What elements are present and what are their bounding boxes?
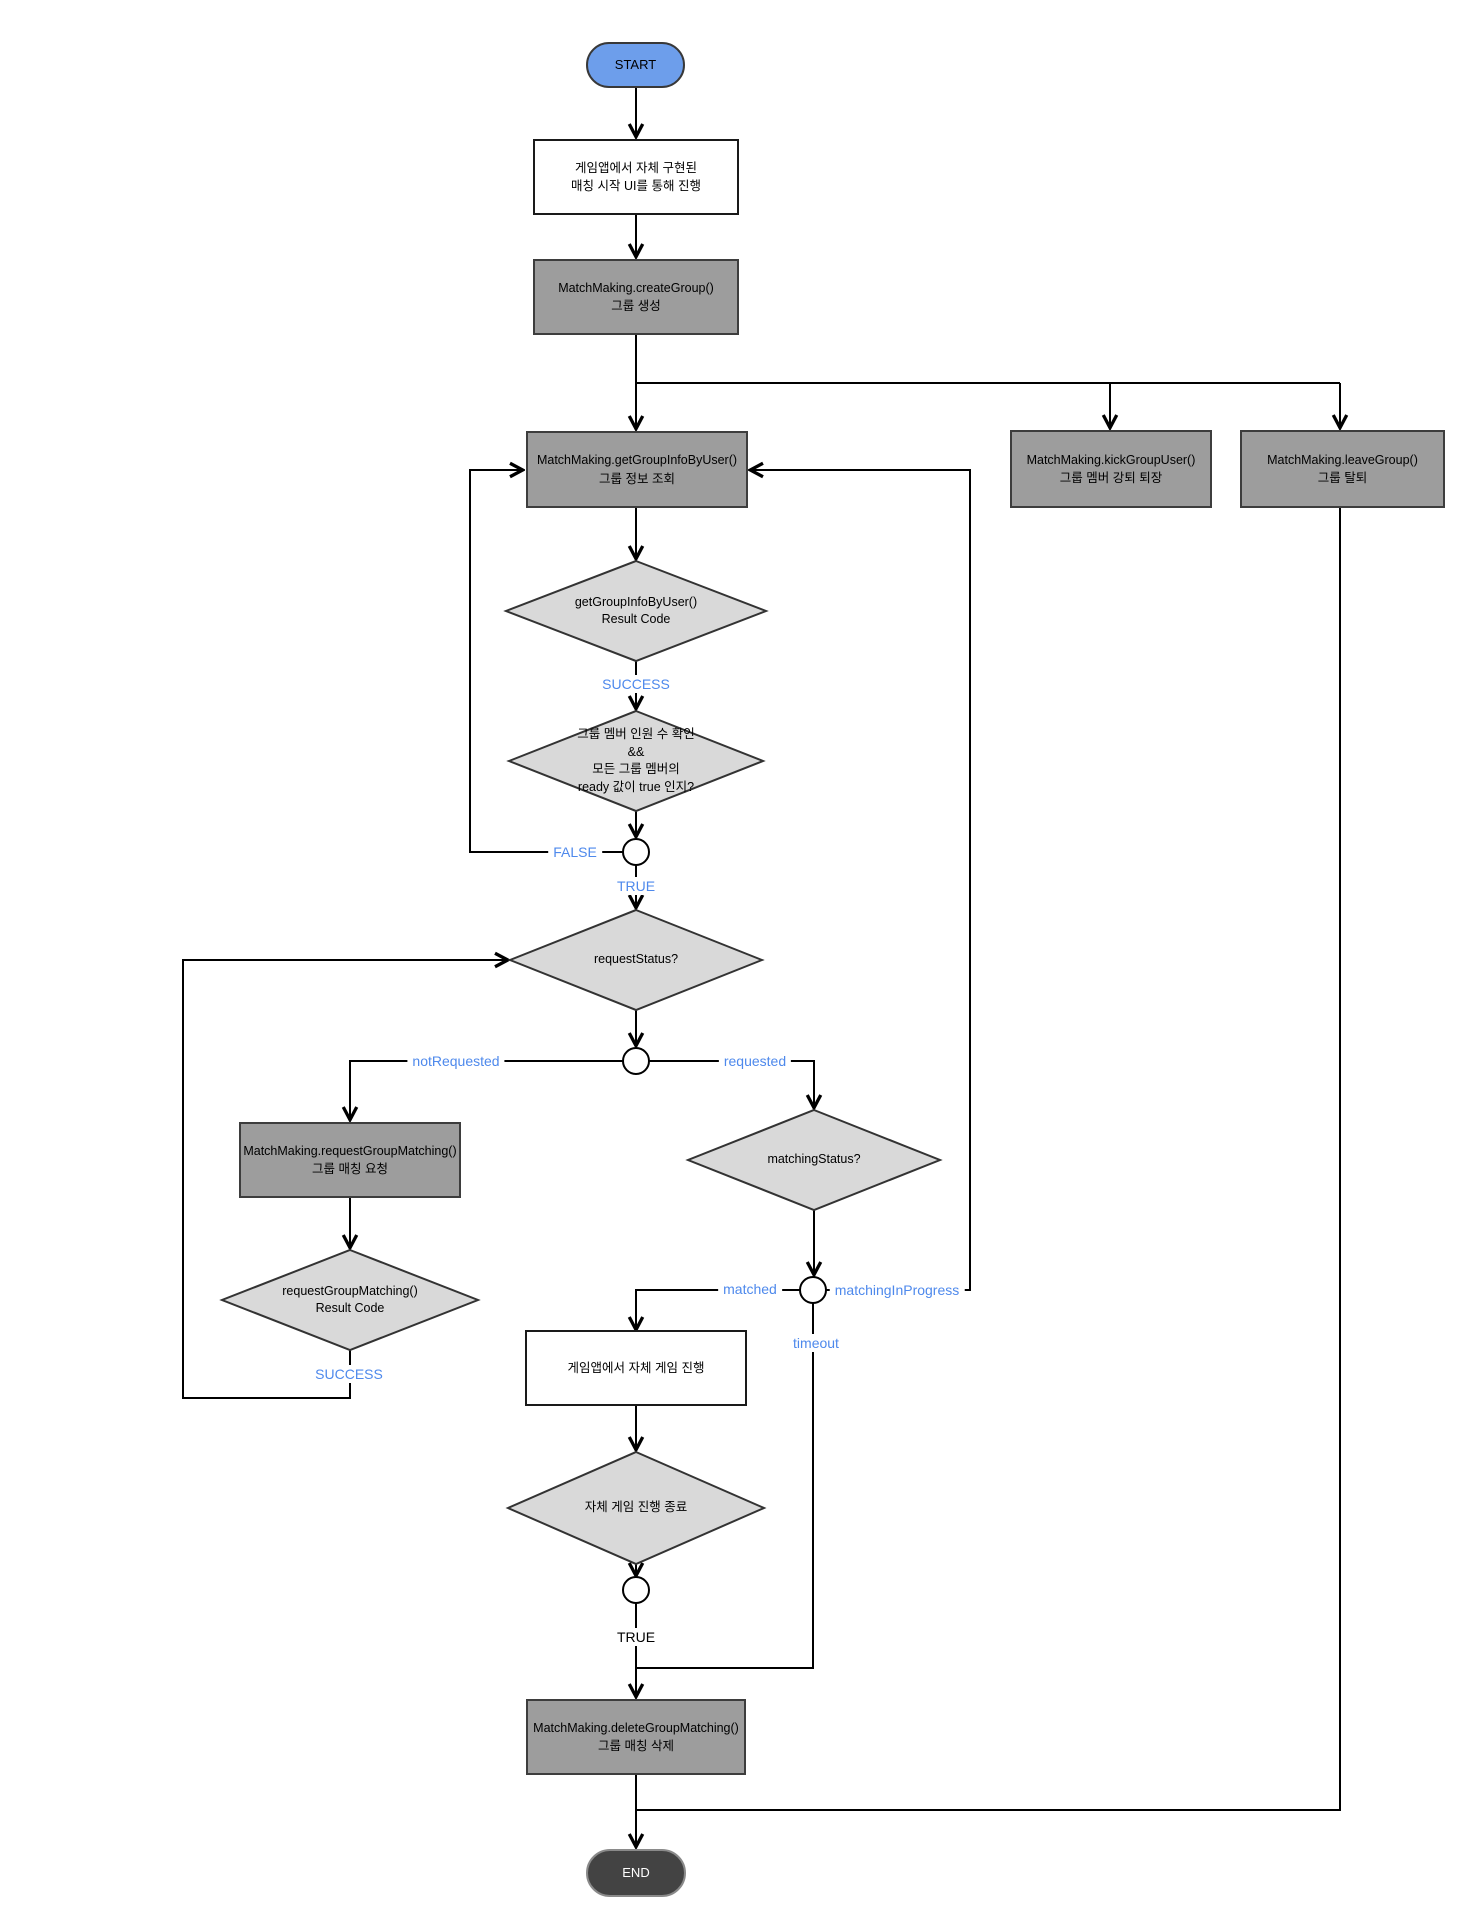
process-leave-group: MatchMaking.leaveGroup() 그룹 탈퇴	[1240, 430, 1445, 508]
process-leave-group-line1: MatchMaking.leaveGroup()	[1267, 452, 1418, 467]
decision-matchingstatus-shape	[685, 1108, 943, 1212]
process-kick-group-user: MatchMaking.kickGroupUser() 그룹 멤버 강퇴 퇴장	[1010, 430, 1212, 508]
process-request-group-matching-line1: MatchMaking.requestGroupMatching()	[243, 1143, 457, 1158]
decision-requeststatus-shape	[507, 908, 765, 1012]
edge-label-true-2: TRUE	[611, 1628, 661, 1646]
process-matching-ui: 게임앱에서 자체 구현된 매칭 시작 UI를 통해 진행	[533, 139, 739, 215]
edge-notrequested	[350, 1060, 623, 1119]
decision-gameend-shape	[505, 1450, 767, 1566]
process-get-group-info: MatchMaking.getGroupInfoByUser() 그룹 정보 조…	[526, 431, 748, 508]
process-create-group: MatchMaking.createGroup() 그룹 생성	[533, 259, 739, 335]
process-kick-group-user-line2: 그룹 멤버 강퇴 퇴장	[1059, 471, 1163, 485]
edge-label-false: FALSE	[548, 843, 602, 861]
process-leave-group-line2: 그룹 탈퇴	[1317, 471, 1368, 485]
decision-requestresult-shape	[219, 1248, 481, 1352]
edge-leavegroup-merge	[636, 508, 1341, 1811]
process-game-play-label: 게임앱에서 자체 게임 진행	[567, 1360, 705, 1375]
edge-label-notrequested: notRequested	[407, 1052, 505, 1070]
decision-resultcode-shape	[503, 559, 769, 663]
edge-requested	[649, 1060, 814, 1107]
process-request-group-matching-line2: 그룹 매칭 요청	[312, 1162, 388, 1176]
edge-label-timeout: timeout	[788, 1334, 844, 1352]
process-delete-group-matching-line2: 그룹 매칭 삭제	[598, 1739, 674, 1753]
edge-label-matchinginprogress: matchingInProgress	[829, 1281, 965, 1299]
edge-label-success-1: SUCCESS	[597, 675, 675, 693]
process-delete-group-matching-line1: MatchMaking.deleteGroupMatching()	[533, 1720, 739, 1735]
process-kick-group-user-line1: MatchMaking.kickGroupUser()	[1026, 452, 1196, 467]
edge-label-matched: matched	[718, 1280, 782, 1298]
junction-requeststatus	[622, 1047, 650, 1075]
process-create-group-line1: MatchMaking.createGroup()	[558, 280, 714, 295]
edge-label-success-2: SUCCESS	[310, 1365, 388, 1383]
edge-false-loop	[469, 470, 623, 853]
process-request-group-matching: MatchMaking.requestGroupMatching() 그룹 매칭…	[239, 1122, 461, 1198]
start-label: START	[614, 56, 657, 72]
process-get-group-info-line2: 그룹 정보 조회	[599, 471, 675, 486]
junction-false-true	[622, 838, 650, 866]
process-matching-ui-line1: 게임앱에서 자체 구현된	[575, 160, 697, 175]
process-delete-group-matching: MatchMaking.deleteGroupMatching() 그룹 매칭 …	[526, 1699, 746, 1775]
junction-matchingstatus	[799, 1276, 827, 1304]
edge-timeout	[636, 1303, 814, 1669]
edge-label-requested: requested	[718, 1052, 792, 1070]
junction-gameend	[622, 1576, 650, 1604]
process-matching-ui-line2: 매칭 시작 UI를 통해 진행	[571, 179, 701, 193]
process-game-play: 게임앱에서 자체 게임 진행	[525, 1330, 747, 1406]
process-create-group-line2: 그룹 생성	[611, 299, 661, 313]
end-terminator: END	[586, 1849, 686, 1897]
decision-membercheck-shape	[506, 709, 766, 813]
edge-label-true-1: TRUE	[611, 877, 661, 895]
process-get-group-info-line1: MatchMaking.getGroupInfoByUser()	[536, 453, 738, 468]
start-terminator: START	[586, 42, 685, 88]
end-label: END	[622, 1864, 650, 1880]
